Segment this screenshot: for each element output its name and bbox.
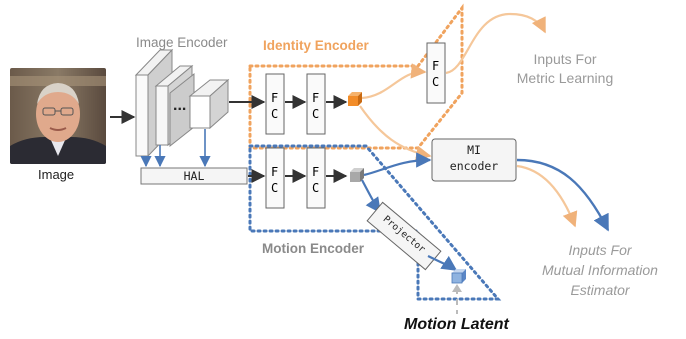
motion-latent-node xyxy=(451,269,466,284)
encoder-dots: ... xyxy=(173,97,187,114)
fc-label-c: C xyxy=(312,107,320,121)
motion-fc-1 xyxy=(265,147,285,209)
fc-label-c: C xyxy=(271,107,279,121)
metric-learning-label-line1: Inputs For xyxy=(533,51,597,67)
motion-latent-gray-node xyxy=(350,168,364,182)
identity-fc-1 xyxy=(265,73,285,135)
input-face-image xyxy=(10,68,106,164)
motion-latent-label: Motion Latent xyxy=(404,316,509,333)
image-label: Image xyxy=(38,167,75,182)
mi-encoder-label-line1: MI xyxy=(467,143,481,157)
motion-encoder-boundary xyxy=(248,144,502,301)
mi-estimator-label-line2: Mutual Information xyxy=(542,262,658,278)
mi-encoder-label-line2: encoder xyxy=(449,159,499,173)
image-encoder-label: Image Encoder xyxy=(136,35,228,50)
fc-label-f: F xyxy=(312,165,320,179)
fc-label-f: F xyxy=(271,165,279,179)
motion-fc-2 xyxy=(306,147,326,209)
fc-label-c: C xyxy=(312,181,320,195)
fc-label-c: C xyxy=(432,75,440,89)
metric-learning-label-line2: Metric Learning xyxy=(516,70,614,86)
hal-label: HAL xyxy=(183,169,205,183)
identity-encoder-label: Identity Encoder xyxy=(263,38,369,53)
fc-label-f: F xyxy=(271,91,279,105)
identity-fc-2 xyxy=(306,73,326,135)
fc-label-f: F xyxy=(432,59,440,73)
identity-latent-node xyxy=(348,92,362,106)
fc-label-c: C xyxy=(271,181,279,195)
mi-estimator-label-line3: Estimator xyxy=(570,282,630,298)
identity-fc-3 xyxy=(426,42,446,104)
fc-label-f: F xyxy=(312,91,320,105)
mi-estimator-label-line1: Inputs For xyxy=(568,242,632,258)
motion-encoder-label: Motion Encoder xyxy=(262,241,364,256)
hal-box xyxy=(140,167,248,185)
projector-box xyxy=(366,201,442,271)
mi-encoder-box xyxy=(431,138,517,182)
image-encoder-blocks xyxy=(134,48,230,158)
